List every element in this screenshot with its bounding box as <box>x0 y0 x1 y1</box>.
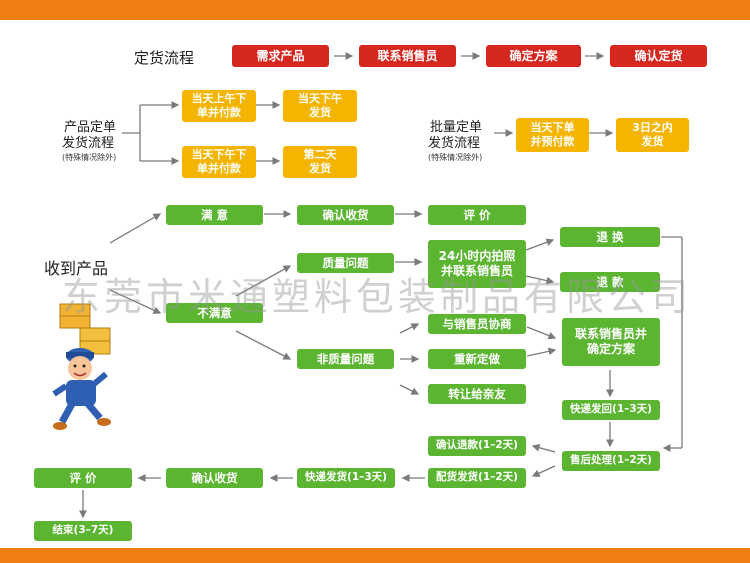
product-flow-title-2: 发货流程 <box>62 136 114 152</box>
am-ship: 当天下午发货 <box>283 90 357 122</box>
review-top: 评 价 <box>428 205 526 225</box>
company-watermark: 东莞市米通塑料包装制品有限公司 <box>62 266 692 321</box>
order-flow-title: 定货流程 <box>134 47 194 68</box>
express-delivery: 快递发货(1–3天) <box>297 468 395 488</box>
bulk-flow-title-2: 发货流程 <box>428 136 480 152</box>
order-step-4: 确认定货 <box>610 45 707 67</box>
review-bottom: 评 价 <box>34 468 132 488</box>
am-order-pay: 当天上午下单并付款 <box>182 90 256 122</box>
transfer-to-friends: 转让给亲友 <box>428 384 526 404</box>
bulk-flow-title-1: 批量定单 <box>430 120 482 136</box>
bulk-flow-note: (特殊情况除外) <box>428 152 482 163</box>
after-sale-processing: 售后处理(1–2天) <box>562 451 660 471</box>
satisfied: 满 意 <box>166 205 263 225</box>
non-quality-issue: 非质量问题 <box>297 349 394 369</box>
bulk-prepay: 当天下单并预付款 <box>516 118 589 152</box>
product-flow-title-1: 产品定单 <box>64 120 116 136</box>
bulk-ship: 3日之内发货 <box>616 118 689 152</box>
end: 结束(3–7天) <box>34 521 132 541</box>
confirm-receipt-top: 确认收货 <box>297 205 394 225</box>
product-flow-note: (特殊情况除外) <box>62 152 116 163</box>
pick-and-ship: 配货发货(1–2天) <box>428 468 526 488</box>
contact-sales-plan: 联系销售员并确定方案 <box>562 318 660 366</box>
pm-ship: 第二天发货 <box>283 146 357 178</box>
order-step-2: 联系销售员 <box>359 45 456 67</box>
pm-order-pay: 当天下午下单并付款 <box>182 146 256 178</box>
express-return: 快递发回(1–3天) <box>562 400 660 420</box>
order-step-1: 需求产品 <box>232 45 329 67</box>
order-step-3: 确定方案 <box>486 45 581 67</box>
confirm-receipt-bottom: 确认收货 <box>166 468 263 488</box>
exchange: 退 换 <box>560 227 660 247</box>
confirm-refund: 确认退款(1–2天) <box>428 436 526 456</box>
remake: 重新定做 <box>428 349 526 369</box>
